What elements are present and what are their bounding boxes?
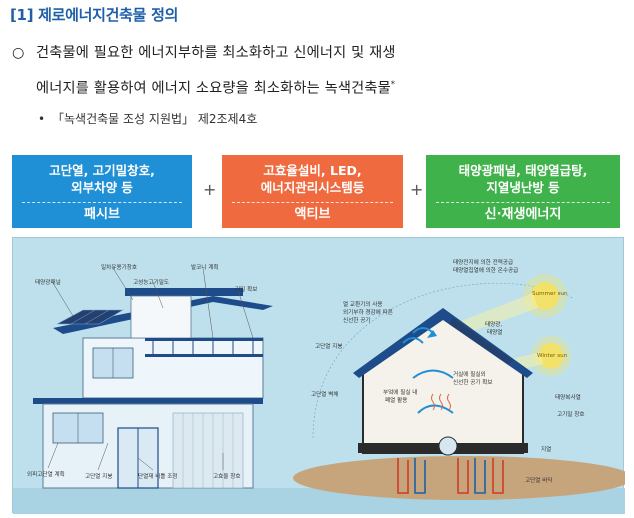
label-insulation-roof: 고단열 지붕 <box>85 474 113 480</box>
label-sun-power: 태양전지에 의한 전력공급 <box>453 260 514 266</box>
label-solar-top-2: 태양열 <box>487 330 503 336</box>
label-heat-2: 신선한 공기 확보 <box>453 380 493 386</box>
bullet-dot-icon: • <box>38 112 46 126</box>
footnote-text: 「녹색건축물 조성 지원법」 제2조제4호 <box>52 112 258 126</box>
label-solar-panel: 태양광패널 <box>35 280 61 286</box>
footnote-mark: * <box>390 80 396 89</box>
renewable-divider <box>436 202 610 203</box>
definition-line-1: 건축물에 필요한 에너지부하를 최소화하고 신에너지 및 재생 <box>36 45 396 61</box>
label-insul-roof-right: 고단열 지붕 <box>315 344 343 350</box>
label-balcony: 발코니 계획 <box>191 265 219 271</box>
label-insulation-door: 단열재 비틀 조정 <box>138 474 178 480</box>
solar-panel-icon <box>56 309 125 325</box>
bullet-circle-icon: ○ <box>12 45 25 61</box>
label-floor-heat: 부엌에 필실 내 <box>383 390 418 396</box>
active-line-2: 에너지관리시스템등 <box>260 179 365 195</box>
winter-sun-icon <box>531 336 571 376</box>
label-vent-3: 신선한 공기 <box>343 318 371 324</box>
label-window-glass: 일차유용기창호 <box>101 265 138 271</box>
active-line-1: 고효율설비, LED, <box>263 162 362 178</box>
label-airtight: 기밀 확보 <box>235 287 258 293</box>
label-floor: 고단열 바닥 <box>525 478 553 484</box>
label-high-airtight: 고성능고기밀도 <box>133 280 170 286</box>
label-vent: 열 교환기의 사용 <box>343 302 383 308</box>
passive-line-2: 외부차양 등 <box>71 179 133 195</box>
balcony-rail <box>145 338 263 357</box>
label-ground: 지열 <box>541 447 552 453</box>
label-winter-sun: Winter sun <box>537 353 568 359</box>
label-insulation-floor: 고효율 창호 <box>213 474 241 480</box>
renewable-label: 신·재생에너지 <box>484 207 562 222</box>
label-floor-heat-2: 폐열 활용 <box>385 398 408 404</box>
page-title: [1] 제로에너지건축물 정의 <box>10 6 179 24</box>
top-roof <box>125 288 243 296</box>
renewable-box: 태양광패널, 태양열급탕, 지열냉난방 등 신·재생에너지 <box>426 155 620 228</box>
label-solar-top: 태양광, <box>485 322 503 328</box>
renewable-line-2: 지열냉난방 등 <box>486 179 560 195</box>
label-sun-hotwater: 태양열집열에 의한 온수공급 <box>453 268 519 274</box>
label-insul-wall: 고단열 벽체 <box>311 392 339 398</box>
label-vent-2: 외기부하 경감에 따른 <box>343 310 393 316</box>
ventilation-unit-icon <box>438 436 458 456</box>
illustration-drawing <box>13 267 625 514</box>
active-label: 액티브 <box>294 207 331 222</box>
renewable-line-1: 태양광패널, 태양열급탕, <box>458 162 588 178</box>
passive-label: 패시브 <box>84 207 120 222</box>
active-divider <box>232 202 393 203</box>
label-exterior-insulation: 외피고단열 계획 <box>27 472 65 478</box>
geothermal-pipes <box>397 458 504 494</box>
plus-sign-2: + <box>410 180 424 199</box>
definition-paragraph: ○ 건축물에 필요한 에너지부하를 최소화하고 신에너지 및 재생 에너지를 활용… <box>12 38 627 105</box>
heat-wave-icon <box>431 393 451 411</box>
footnote: • 「녹색건축물 조성 지원법」 제2조제4호 <box>38 110 257 127</box>
label-heat: 거실에 필실외 <box>453 372 486 378</box>
passive-line-1: 고단열, 고기밀창호, <box>49 162 155 178</box>
active-house <box>293 274 625 500</box>
left-callouts <box>47 267 254 471</box>
passive-house <box>33 267 273 489</box>
roof-solar-panel-icon <box>449 318 513 364</box>
label-solar-gain: 태양복사열 <box>555 395 581 401</box>
definition-line-2: 에너지를 활용하여 에너지 소요량을 최소화하는 녹색건축물 <box>36 80 391 97</box>
label-summer-sun: Summer sun <box>532 291 568 297</box>
passive-divider <box>22 202 182 203</box>
label-shade: 고기밀 창호 <box>557 412 585 418</box>
zero-energy-illustration: 태양광패널 일차유용기창호 고성능고기밀도 발코니 계획 기밀 확보 외피고단열… <box>12 237 625 514</box>
plus-sign-1: + <box>203 180 217 199</box>
passive-box: 고단열, 고기밀창호, 외부차양 등 패시브 <box>12 155 192 228</box>
active-box: 고효율설비, LED, 에너지관리시스템등 액티브 <box>222 155 403 228</box>
